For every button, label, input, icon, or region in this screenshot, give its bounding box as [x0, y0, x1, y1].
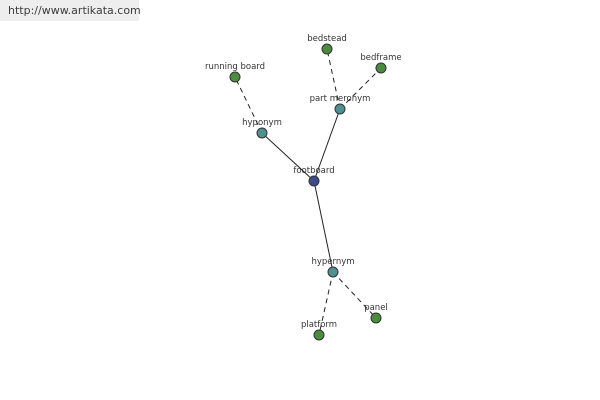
node-platform[interactable] [313, 329, 325, 341]
edge-hypernym-panel [332, 271, 377, 319]
node-label-bedstead[interactable]: bedstead [307, 34, 347, 44]
node-running-board[interactable] [229, 71, 241, 83]
node-label-running-board[interactable]: running board [205, 62, 265, 72]
node-label-footboard[interactable]: footboard [293, 166, 334, 176]
edge-part-meronym-bedstead [326, 48, 341, 110]
node-bedframe[interactable] [375, 62, 387, 74]
node-label-hyponym[interactable]: hyponym [242, 118, 282, 128]
node-label-bedframe[interactable]: bedframe [360, 53, 401, 63]
edge-hyponym-running-board [234, 76, 263, 134]
labels-layer: footboard part meronym hyponym hypernym beds… [205, 34, 402, 330]
node-hypernym[interactable] [327, 266, 339, 278]
edge-part-meronym-bedframe [339, 67, 382, 110]
node-label-panel[interactable]: panel [364, 303, 388, 313]
nodes-layer [229, 43, 387, 341]
edge-hypernym-platform [318, 271, 334, 336]
watermark-link[interactable]: http://www.artikata.com [0, 0, 141, 21]
edges-layer [234, 48, 382, 336]
node-bedstead[interactable] [321, 43, 333, 55]
edge-footboard-hypernym [313, 180, 334, 273]
node-footboard[interactable] [308, 175, 320, 187]
node-label-hypernym[interactable]: hypernym [311, 257, 354, 267]
node-label-part-meronym[interactable]: part meronym [310, 94, 371, 104]
edge-footboard-part-meronym [313, 108, 341, 182]
node-hyponym[interactable] [256, 127, 268, 139]
node-panel[interactable] [370, 312, 382, 324]
edge-footboard-hyponym [261, 132, 315, 182]
node-label-platform[interactable]: platform [301, 320, 337, 330]
node-part-meronym[interactable] [334, 103, 346, 115]
